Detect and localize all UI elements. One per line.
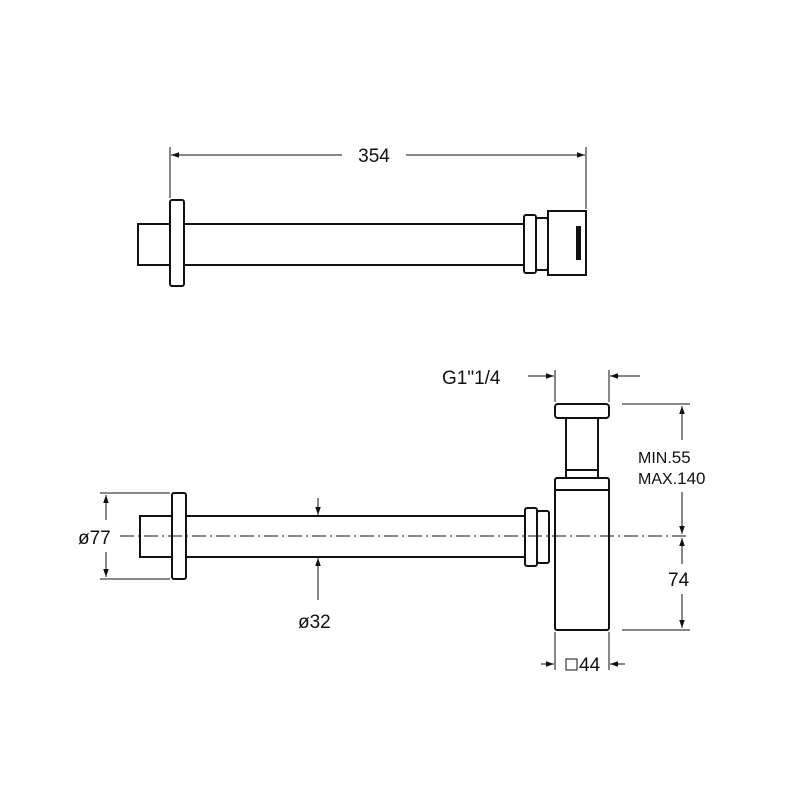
dim-pipe-diameter: ø32 bbox=[298, 612, 331, 633]
dim-flange-diameter: ø77 bbox=[78, 528, 111, 549]
top-view: 354 bbox=[137, 146, 587, 287]
dim-body-square: 44 bbox=[579, 655, 601, 676]
dim-overall-length: 354 bbox=[358, 146, 390, 167]
top-trap-body bbox=[547, 210, 587, 276]
top-cap bbox=[554, 403, 610, 419]
top-nut-inner bbox=[523, 214, 537, 274]
side-nut-inner bbox=[524, 507, 538, 567]
dim-height-min: MIN.55 bbox=[638, 448, 691, 467]
trap-body bbox=[554, 477, 610, 631]
dim-thread-size: G1"1/4 bbox=[442, 368, 501, 389]
dim-trap-drop: 74 bbox=[668, 570, 690, 591]
top-flange bbox=[169, 199, 185, 287]
top-wall-stub bbox=[137, 223, 171, 266]
square-section-icon bbox=[565, 658, 578, 671]
top-trap-slot bbox=[576, 226, 581, 260]
dim-height-max: MAX.140 bbox=[638, 469, 706, 488]
side-nut-outer bbox=[536, 510, 550, 564]
top-nut-outer bbox=[535, 217, 549, 271]
side-view: G1"1/4 MIN.55 MAX.140 74 ø77 ø32 44 bbox=[78, 368, 706, 676]
